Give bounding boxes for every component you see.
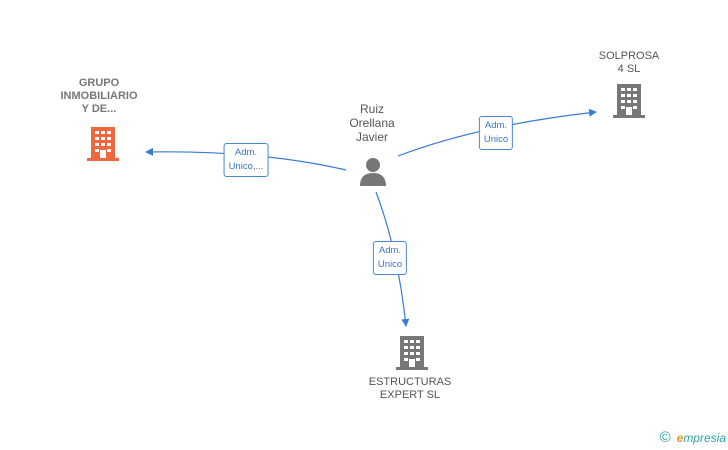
grupo-node-label[interactable]: GRUPO INMOBILIARIO Y DE... — [60, 77, 138, 115]
edge-label-solprosa[interactable]: Adm. Unico — [478, 116, 514, 150]
person-node-label[interactable]: Ruiz Orellana Javier — [349, 102, 395, 144]
building-icon[interactable] — [613, 84, 645, 118]
footer-brand: © empresia — [660, 429, 726, 446]
edge-label-grupo[interactable]: Adm. Unico,... — [223, 143, 269, 177]
solprosa-node-label[interactable]: SOLPROSA 4 SL — [598, 50, 660, 75]
brand-logo[interactable]: empresia — [676, 430, 726, 445]
edge-label-estructuras[interactable]: Adm. Unico — [372, 241, 408, 275]
person-icon[interactable] — [358, 156, 388, 186]
copyright-symbol: © — [659, 429, 671, 446]
building-icon[interactable] — [396, 336, 428, 370]
estructuras-node-label[interactable]: ESTRUCTURAS EXPERT SL — [368, 376, 452, 401]
building-icon[interactable] — [87, 127, 119, 161]
